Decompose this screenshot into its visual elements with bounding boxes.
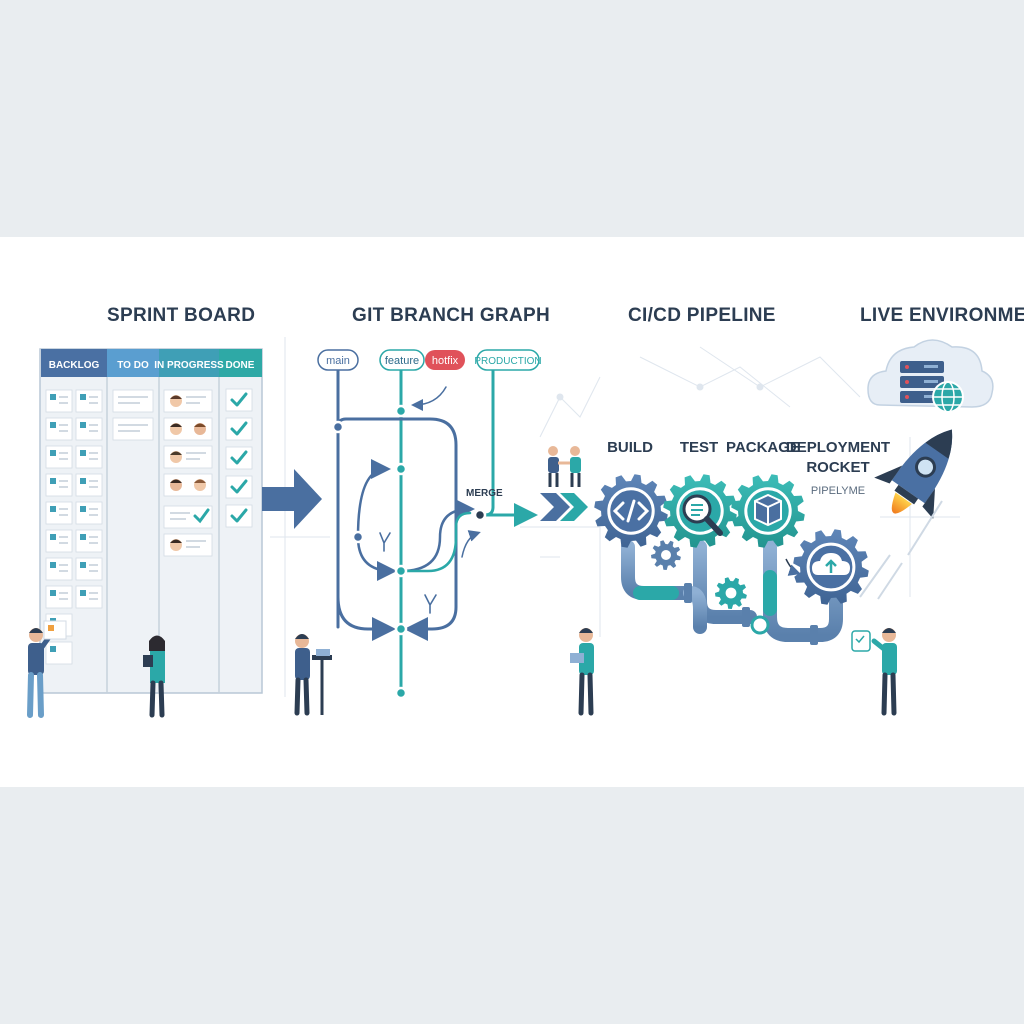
column-done: DONE [226, 360, 255, 371]
flow-chevrons [540, 493, 588, 521]
stage-pipeline-word: PIPELYME [811, 485, 865, 497]
cicd-pipeline-title: CI/CD PIPELINE [628, 305, 776, 326]
rocket-icon [874, 429, 953, 519]
stage-deployment-rocket: ROCKET [806, 459, 869, 476]
person-with-checklist [851, 628, 897, 716]
cicd-pipeline: BUILD TEST PACKAGE DEPLOYMENT ROCKET PIP… [594, 439, 890, 645]
small-gear-1-hub [661, 550, 671, 560]
git-branch-graph [331, 369, 538, 700]
infographic-band: SPRINT BOARD GIT BRANCH GRAPH CI/CD PIPE… [0, 237, 1024, 787]
git-branch-graph-title: GIT BRANCH GRAPH [352, 305, 550, 326]
column-todo: TO DO [117, 360, 149, 371]
branch-production: PRODUCTION [474, 356, 541, 367]
live-environment-title: LIVE ENVIRONMENT [860, 305, 1024, 326]
people [27, 446, 897, 718]
git-branch-labels: main feature hotfix PRODUCTION MERGE [317, 349, 542, 499]
stage-package: PACKAGE [726, 439, 800, 456]
people-handshake [548, 446, 581, 487]
branch-main: main [326, 355, 350, 367]
person-at-desk [294, 634, 332, 716]
sprint-board-title: SPRINT BOARD [107, 305, 256, 326]
person-with-tablet [143, 635, 165, 718]
globe-icon [932, 381, 964, 413]
merge-label: MERGE [466, 488, 503, 499]
stage-deployment: DEPLOYMENT [786, 439, 890, 456]
small-gear-2-hub [725, 587, 737, 599]
branch-hotfix: hotfix [432, 355, 459, 367]
sprint-board: BACKLOG TO DO IN PROGRESS DONE [39, 348, 263, 694]
package-box-icon [754, 493, 782, 527]
cloud-upload-icon [812, 553, 850, 575]
branch-feature: feature [385, 355, 419, 367]
code-icon [612, 499, 650, 523]
person-with-laptop [570, 628, 594, 716]
live-environment [859, 339, 994, 600]
stage-test: TEST [680, 439, 718, 456]
done-checkmarks [230, 392, 248, 523]
flow-arrow-board-to-git [262, 469, 322, 529]
column-backlog: BACKLOG [49, 360, 100, 371]
team-avatars [170, 395, 206, 551]
stage-build: BUILD [607, 439, 653, 456]
magnifier-test-icon [682, 494, 723, 536]
column-in-progress: IN PROGRESS [154, 360, 224, 371]
person-at-board [27, 620, 67, 718]
diagram-canvas: BACKLOG TO DO IN PROGRESS DONE [27, 337, 994, 718]
